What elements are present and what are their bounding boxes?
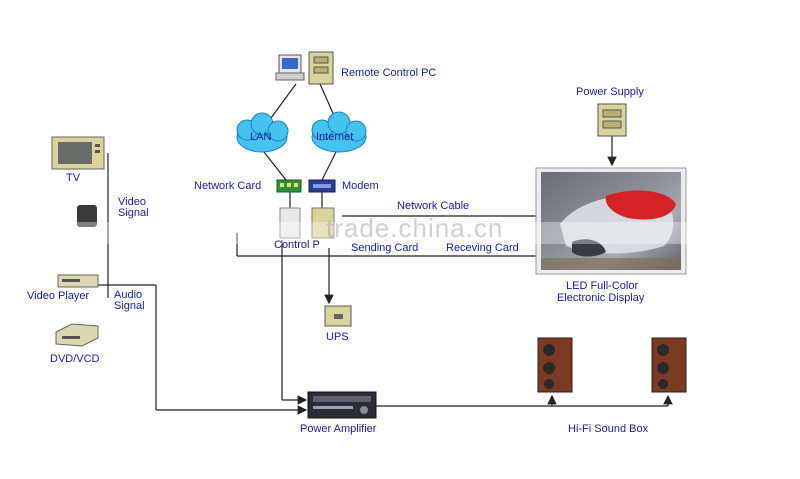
line-lan-networkcard bbox=[263, 151, 287, 181]
label-video-line2: Signal bbox=[118, 207, 149, 219]
label-receiving-card: Receving Card bbox=[446, 242, 519, 254]
line-pc-lan bbox=[267, 83, 297, 123]
modem-icon bbox=[308, 179, 336, 193]
speaker-right-icon bbox=[651, 337, 687, 393]
lan-cloud-icon bbox=[236, 112, 289, 153]
label-internet: Internet bbox=[316, 131, 354, 143]
label-dvd: DVD/VCD bbox=[50, 353, 100, 365]
label-network-card: Network Card bbox=[194, 180, 262, 192]
dvd-icon bbox=[55, 323, 99, 347]
power-supply-icon bbox=[597, 103, 627, 137]
speaker-left-icon bbox=[537, 337, 573, 393]
label-audio-line2: Signal bbox=[114, 300, 145, 312]
label-control-pc: Control P bbox=[274, 239, 320, 251]
control-pc-icon bbox=[279, 207, 301, 239]
line-internet-modem bbox=[321, 151, 337, 181]
label-led-line2: Electronic Display bbox=[557, 292, 645, 304]
label-lan: LAN bbox=[250, 131, 272, 143]
label-power-supply: Power Supply bbox=[576, 86, 644, 98]
internet-cloud-icon bbox=[311, 111, 367, 153]
label-modem: Modem bbox=[342, 180, 379, 192]
ups-icon bbox=[324, 305, 352, 327]
label-sound-box: Hi-Fi Sound Box bbox=[568, 423, 649, 435]
label-video-line1: Video bbox=[118, 196, 146, 208]
label-sending-card: Sending Card bbox=[351, 242, 419, 254]
device-icon bbox=[77, 205, 97, 227]
power-amplifier-icon bbox=[307, 391, 377, 419]
label-ups: UPS bbox=[326, 331, 349, 343]
network-card-icon bbox=[276, 179, 302, 193]
connection-lines bbox=[98, 83, 673, 415]
led-display bbox=[535, 167, 687, 275]
label-audio-line1: Audio bbox=[114, 289, 143, 301]
label-tv: TV bbox=[66, 172, 81, 184]
watermark-text: trade.china.cn bbox=[326, 213, 504, 243]
label-power-amplifier: Power Amplifier bbox=[300, 423, 377, 435]
label-led-line1: LED Full-Color bbox=[566, 280, 639, 292]
label-remote-pc: Remote Control PC bbox=[341, 67, 437, 79]
remote-pc-icon bbox=[275, 51, 334, 85]
label-video-player: Video Player bbox=[27, 290, 90, 302]
video-player-icon bbox=[57, 274, 99, 288]
tv-icon bbox=[51, 136, 105, 170]
watermark-band bbox=[0, 222, 800, 244]
label-network-cable: Network Cable bbox=[397, 200, 470, 212]
sending-card-icon bbox=[311, 207, 335, 239]
